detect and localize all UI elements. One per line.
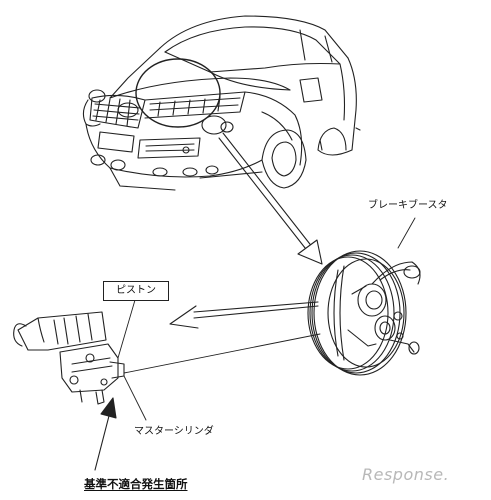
car-outline-drawing [82,15,361,191]
master-cylinder-drawing [13,311,125,405]
piston-label: ピストン [103,281,169,301]
pointer-arrow [218,132,323,265]
brake-booster-label: ブレーキブースタ [368,200,448,211]
pointer-arrow [94,397,117,471]
brake-booster-drawing [307,250,421,376]
pointer-arrow [169,301,319,329]
response-watermark: Response. [362,465,450,484]
defect-location-label: 基準不適合発生箇所 [84,477,188,491]
master-cylinder-label: マスターシリンダ [134,426,214,437]
